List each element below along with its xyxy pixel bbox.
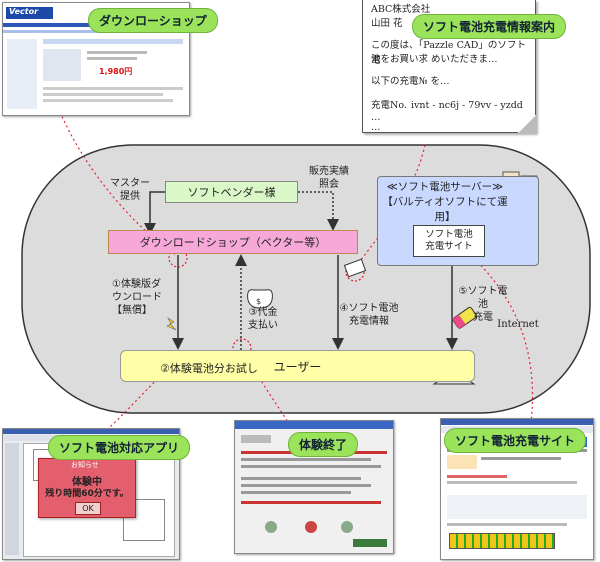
shop-node: ダウンロードショップ（ベクター等） — [108, 230, 358, 254]
leader-charge-site — [469, 254, 534, 431]
battery-gauge — [449, 533, 555, 549]
label-charge-info: ④ソフト電池 充電情報 — [339, 303, 399, 327]
user-label: ユーザー — [273, 359, 322, 374]
dialog-line2: 残り時間60分です。 — [45, 489, 129, 499]
label-sales-report: 販売実績 照会 — [309, 166, 349, 190]
doc-line5: 以下の充電№ を… — [371, 76, 450, 87]
charge-site-node: ソフト電池 充電サイト — [413, 225, 485, 257]
callout-info: ソフト電池充電情報案内 — [412, 14, 567, 39]
label-trial-download: ①体験版ダ ウンロード 【無償】 — [112, 279, 162, 316]
marker-info — [345, 262, 365, 282]
dialog-title: お知らせ — [71, 461, 99, 469]
callout-download-shop: ダウンローショップ — [88, 8, 218, 33]
doc-line1: ABC株式会社 — [371, 4, 431, 15]
label-charge: ⑤ソフト電池 充電 — [458, 286, 508, 323]
lightning-icon — [166, 317, 177, 331]
vendor-label: ソフトベンダー様 — [187, 186, 276, 199]
server-title: ≪ソフト電池サーバー≫ 【バルティオソフトにて運用】 — [382, 181, 508, 223]
doc-line3: この度は、「Pazzle CAD」のソフト電 — [371, 40, 526, 66]
leader-download-shop — [59, 111, 176, 256]
doc-page-curl — [518, 115, 536, 133]
callout-app: ソフト電池対応アプリ — [48, 435, 191, 460]
dialog-line1: 体験中 — [72, 477, 102, 488]
edge-master — [144, 191, 165, 235]
callout-trial-end: 体験終了 — [288, 432, 359, 457]
vendor-node: ソフトベンダー様 — [165, 181, 298, 203]
marker-shop — [168, 248, 188, 268]
marker-payment — [232, 338, 252, 358]
trial-dialog: お知らせ 体験中 残り時間60分です。 OK — [38, 458, 136, 518]
shop-label: ダウンロードショップ（ベクター等） — [139, 236, 327, 249]
vector-logo: Vector — [6, 7, 53, 19]
money-bag-icon: $ — [247, 289, 273, 309]
doc-code-value: ivnt - nc6j - 79vv - yzdd — [411, 100, 523, 111]
doc-code-label: 充電No. — [371, 100, 407, 111]
svg-text:$: $ — [256, 297, 261, 306]
callout-charge-site: ソフト電池充電サイト — [444, 428, 587, 453]
doc-ellipsis-2: … — [371, 122, 381, 133]
user-node: ユーザー — [120, 350, 475, 382]
dialog-ok-button[interactable]: OK — [75, 502, 101, 515]
envelope-icon — [343, 258, 367, 278]
price-label: 1,980円 — [99, 67, 133, 76]
label-master: マスター 提供 — [110, 178, 150, 202]
label-internet: Internet — [497, 319, 539, 330]
label-payment: ③代金 支払い — [248, 307, 278, 331]
doc-line2: 山田 花 — [371, 18, 403, 29]
charge-site-label: ソフト電池 充電サイト — [425, 229, 473, 252]
battery-icon — [452, 306, 477, 330]
doc-ellipsis-1: … — [371, 112, 381, 123]
label-trial-use: ②体験電池分お試し — [160, 362, 258, 375]
doc-line4: 池をお買い求 めいただきま… — [371, 54, 498, 65]
